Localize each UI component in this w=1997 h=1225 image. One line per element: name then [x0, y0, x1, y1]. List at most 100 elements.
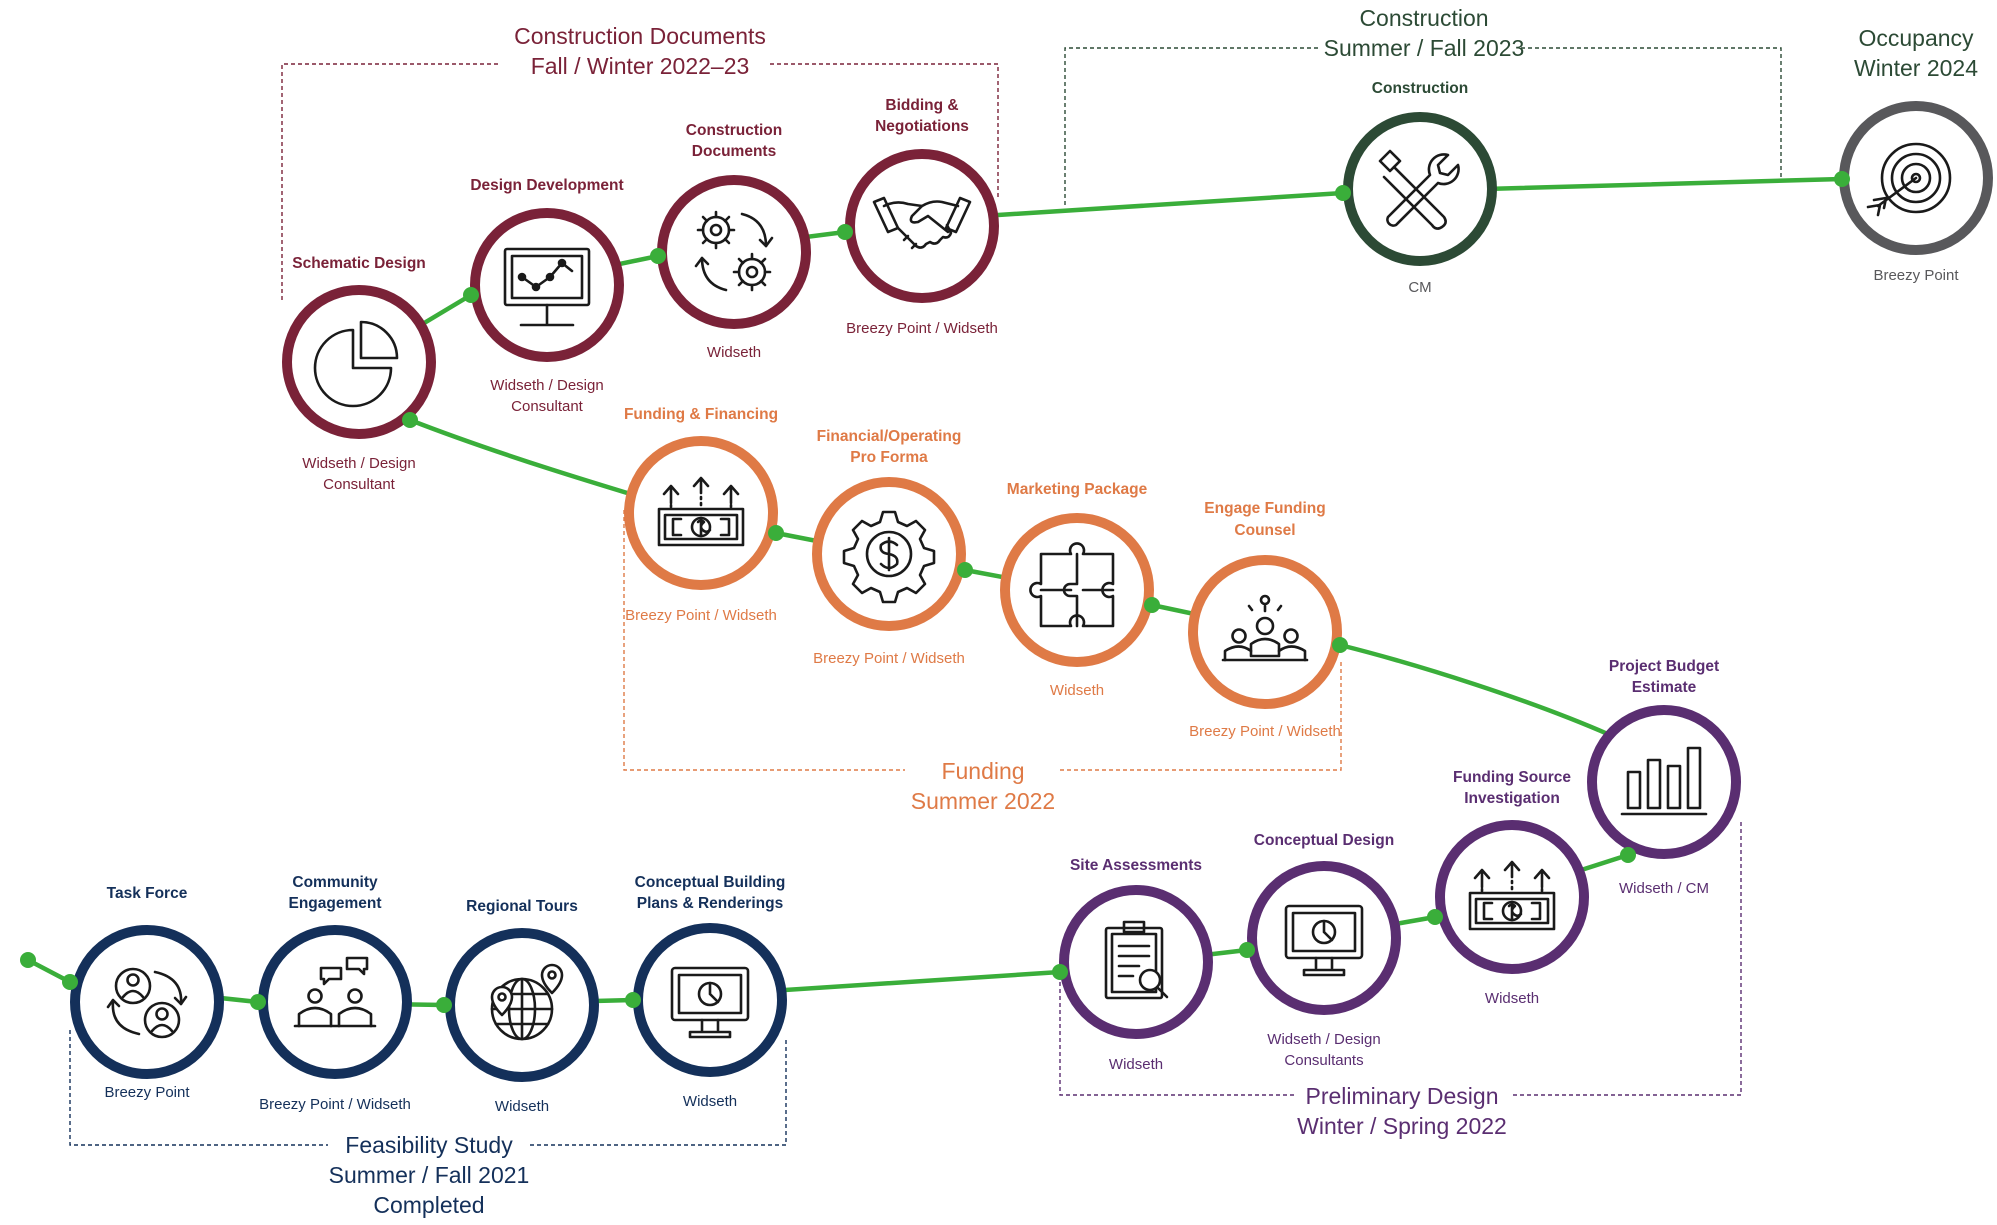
- globe-pins-icon: [490, 963, 564, 1041]
- feasibility-phase-status: Completed: [373, 1192, 484, 1218]
- funding-source-label: Funding Source: [1453, 769, 1571, 786]
- conversation-icon: [293, 956, 377, 1028]
- engage-funding-node: [1188, 555, 1342, 709]
- bidding-owner: Breezy Point / Widseth: [846, 320, 998, 337]
- construction-documents-label: Documents: [692, 143, 776, 160]
- gears-icon: [694, 210, 774, 292]
- project-budget-node: [1587, 705, 1741, 859]
- conceptual-building-node: [633, 923, 787, 1077]
- conceptual-design-owner: Consultants: [1284, 1052, 1363, 1069]
- construction-phase-dates: Summer / Fall 2023: [1324, 35, 1525, 61]
- monitor-icon: [670, 966, 750, 1039]
- occupancy-owner: Breezy Point: [1873, 267, 1959, 284]
- schematic-design-node: [282, 285, 436, 439]
- money-arrows-icon: [1468, 860, 1556, 931]
- marketing-package-owner: Widseth: [1050, 682, 1104, 699]
- connection-dot: [957, 562, 973, 578]
- engage-funding-label: Engage Funding: [1204, 500, 1325, 517]
- puzzle-icon: [1029, 542, 1115, 628]
- site-assessments-node: [1059, 885, 1213, 1039]
- connection-dot: [1052, 964, 1068, 980]
- preliminary-phase-title: Preliminary Design: [1305, 1083, 1498, 1109]
- connection-dot: [768, 525, 784, 541]
- target-icon: [1866, 142, 1952, 217]
- marketing-package-label: Marketing Package: [1007, 481, 1148, 498]
- construction-node: [1343, 112, 1497, 266]
- site-assessments-owner: Widseth: [1109, 1056, 1163, 1073]
- connection-dot: [62, 974, 78, 990]
- pro-forma-label: Pro Forma: [850, 449, 928, 466]
- responsible-labels: Breezy Point Breezy Point / Widseth Wids…: [104, 267, 1959, 1115]
- engage-funding-label: Counsel: [1234, 522, 1295, 539]
- phase-boundaries: [69, 47, 1782, 1146]
- design-development-node: [470, 208, 624, 362]
- project-budget-owner: Widseth / CM: [1619, 880, 1709, 897]
- connection-dot: [650, 248, 666, 264]
- clipboard-search-icon: [1104, 920, 1169, 1000]
- project-budget-label: Project Budget: [1609, 658, 1719, 675]
- construction-documents-node: [657, 175, 811, 329]
- regional-tours-label: Regional Tours: [466, 898, 578, 915]
- path-segment-budget-to-funding: [1337, 642, 1631, 858]
- funding-financing-owner: Breezy Point / Widseth: [625, 607, 777, 624]
- marketing-package-node: [1000, 513, 1154, 667]
- community-engagement-label: Engagement: [288, 895, 381, 912]
- conceptual-design-label: Conceptual Design: [1254, 832, 1394, 849]
- community-engagement-node: [258, 925, 412, 1079]
- schematic-design-label: Schematic Design: [292, 255, 426, 272]
- connection-dot: [402, 412, 418, 428]
- construction-docs-phase-dates: Fall / Winter 2022–23: [531, 53, 750, 79]
- design-development-label: Design Development: [470, 177, 623, 194]
- connection-dot: [1332, 637, 1348, 653]
- money-arrows-icon: [657, 476, 745, 547]
- construction-owner: CM: [1408, 279, 1431, 296]
- connection-dot: [463, 287, 479, 303]
- feasibility-phase-title: Feasibility Study: [345, 1132, 513, 1158]
- connection-dot: [1834, 171, 1850, 187]
- occupancy-phase-title: Occupancy: [1858, 25, 1974, 51]
- construction-docs-boundary: [281, 63, 999, 300]
- conceptual-building-owner: Widseth: [683, 1093, 737, 1110]
- conceptual-design-owner: Widseth / Design: [1267, 1031, 1380, 1048]
- monitor-graph-icon: [503, 247, 591, 327]
- path-start-dot: [20, 952, 36, 968]
- community-engagement-owner: Breezy Point / Widseth: [259, 1096, 411, 1113]
- handshake-icon: [872, 196, 972, 250]
- funding-source-owner: Widseth: [1485, 990, 1539, 1007]
- funding-phase-title: Funding: [941, 758, 1024, 784]
- design-development-owner: Widseth / Design: [490, 377, 603, 394]
- bidding-node: [845, 149, 999, 303]
- funding-financing-label: Funding & Financing: [624, 406, 778, 423]
- site-assessments-label: Site Assessments: [1070, 857, 1202, 874]
- connection-dot: [1239, 942, 1255, 958]
- dollar-gear-icon: [842, 510, 936, 604]
- schematic-design-owner: Consultant: [323, 476, 396, 493]
- team-icon: [1221, 594, 1309, 662]
- step-labels: Task Force Community Engagement Regional…: [107, 80, 1719, 915]
- funding-boundary: [623, 510, 1342, 771]
- community-engagement-label: Community: [292, 874, 378, 891]
- connection-dot: [1144, 597, 1160, 613]
- bar-chart-icon: [1620, 746, 1708, 816]
- connection-dot: [436, 997, 452, 1013]
- pro-forma-label: Financial/Operating: [817, 428, 962, 445]
- task-force-node: [70, 925, 224, 1079]
- funding-source-label: Investigation: [1464, 790, 1560, 807]
- conceptual-building-label: Conceptual Building: [635, 874, 786, 891]
- construction-docs-phase-title: Construction Documents: [514, 23, 766, 49]
- tools-icon: [1378, 149, 1460, 230]
- design-development-owner: Consultant: [511, 398, 584, 415]
- step-nodes: [70, 101, 1993, 1082]
- connection-dot: [250, 994, 266, 1010]
- occupancy-phase-dates: Winter 2024: [1854, 55, 1978, 81]
- funding-phase-dates: Summer 2022: [911, 788, 1055, 814]
- connection-dot: [837, 224, 853, 240]
- construction-phase-title: Construction: [1359, 5, 1488, 31]
- pro-forma-owner: Breezy Point / Widseth: [813, 650, 965, 667]
- pie-chart-icon: [313, 320, 399, 408]
- feasibility-boundary: [69, 1030, 787, 1146]
- regional-tours-owner: Widseth: [495, 1098, 549, 1115]
- connection-dot: [1427, 909, 1443, 925]
- connection-dot: [1620, 847, 1636, 863]
- phase-labels: Construction Documents Fall / Winter 202…: [329, 5, 1979, 1218]
